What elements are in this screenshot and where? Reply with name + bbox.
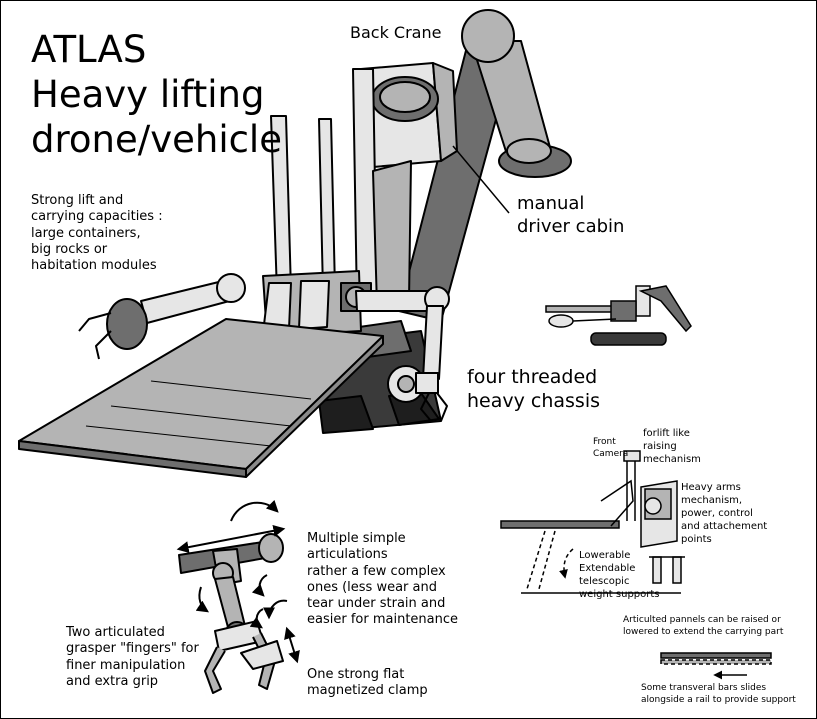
back-crane-graphic bbox=[398, 9, 572, 322]
cabin-leader-line bbox=[452, 145, 510, 214]
articulations-label: Multiple simple articulations rather a f… bbox=[307, 531, 458, 628]
driver-cabin-graphic bbox=[360, 62, 458, 168]
mast-graphic bbox=[262, 68, 412, 337]
capabilities-text: Strong lift and carrying capacities : la… bbox=[31, 193, 163, 273]
supports-label: Lowerable Extendable telescopic weight s… bbox=[579, 550, 660, 600]
clamp-label: One strong flat magnetized clamp bbox=[307, 667, 428, 699]
front-camera-label: Front Camera bbox=[593, 437, 629, 459]
heavy-arms-label: Heavy arms mechanism, power, control and… bbox=[681, 482, 768, 545]
cargo-platform-graphic bbox=[18, 318, 384, 478]
back-crane-label: Back Crane bbox=[350, 23, 442, 42]
page-title: ATLAS Heavy lifting drone/vehicle bbox=[31, 28, 282, 162]
side-view-drawing bbox=[545, 285, 692, 346]
technical-side-view bbox=[500, 450, 685, 594]
main-vehicle-drawing bbox=[18, 9, 572, 478]
chassis-label: four threaded heavy chassis bbox=[467, 366, 601, 412]
driver-cabin-label: manual driver cabin bbox=[517, 193, 625, 237]
left-arm-graphic bbox=[78, 273, 246, 360]
bars-label: Some transveral bars slides alongside a … bbox=[641, 683, 796, 705]
articulation-arrows bbox=[176, 499, 300, 664]
panel-detail-drawing bbox=[660, 652, 772, 680]
pannels-label: Articulted pannels can be raised or lowe… bbox=[623, 615, 784, 637]
forklift-label: forlift like raising mechanism bbox=[643, 428, 701, 465]
right-arm-graphic bbox=[355, 286, 450, 422]
grasper-label: Two articulated grasper "fingers" for fi… bbox=[66, 625, 199, 689]
